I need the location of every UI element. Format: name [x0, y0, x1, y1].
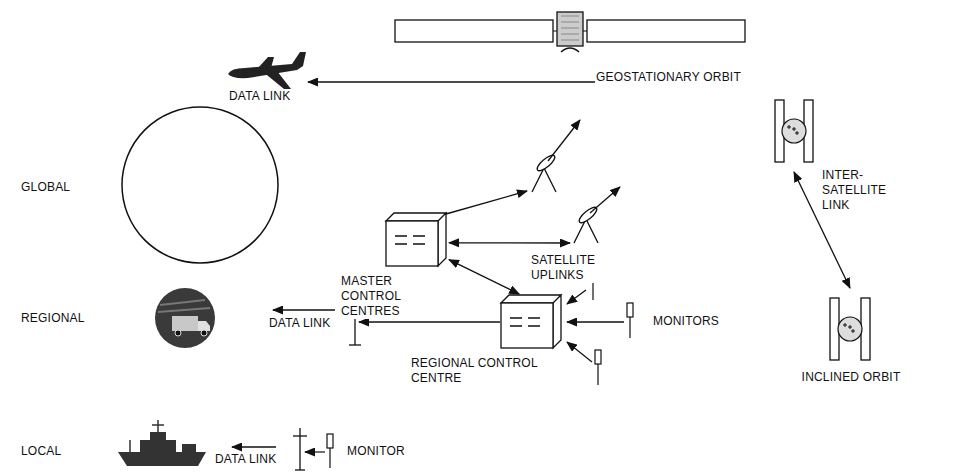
antenna-feed-arrow	[359, 321, 500, 322]
monitor-arrows	[567, 290, 624, 362]
local-antenna-part	[293, 435, 307, 436]
control-centre-box: MASTER CONTROL CENTRES	[385, 212, 449, 268]
control-centre-box-outline	[385, 212, 449, 268]
geostationary-satellite-outline-part	[395, 20, 553, 42]
inclined-satellite-outline-part	[782, 119, 806, 143]
local-monitor-part	[305, 451, 325, 452]
monitor-symbols-part	[595, 350, 601, 364]
inclined-satellite: INCLINED ORBIT	[830, 298, 870, 360]
inclined-satellite-outline	[775, 100, 813, 162]
upper-uplink-dish-part	[446, 191, 527, 214]
geostationary-satellite-outline-part	[587, 20, 745, 42]
monitor-arrows-part	[567, 321, 624, 322]
upper-uplink-dish-part	[548, 120, 580, 161]
ship-part	[140, 440, 176, 452]
monitor-symbols-part	[627, 303, 633, 317]
node-label: GEOSTATIONARY ORBIT	[595, 70, 742, 85]
data-link-arrow	[273, 309, 335, 310]
node-label: REGIONAL CONTROL CENTRE	[410, 356, 562, 386]
regional-globe-part	[172, 316, 198, 331]
uplink-dish-outline-part	[574, 219, 598, 243]
uplink-dish-outline	[570, 185, 630, 245]
text-label: DATA LINK	[228, 89, 291, 104]
ship	[118, 420, 206, 466]
text-label: DATA LINK	[268, 316, 331, 331]
node-label: INCLINED ORBIT	[785, 370, 917, 385]
aircraft-part	[262, 71, 291, 89]
geostationary-satellite-outline-part	[561, 48, 579, 52]
regional-antenna-part	[349, 344, 361, 345]
global-circle	[122, 107, 278, 263]
data-link-arrow	[232, 446, 276, 447]
aircraft-part	[258, 57, 274, 68]
local-antenna	[293, 428, 307, 470]
regional-globe-part	[158, 300, 210, 312]
control-centre-box-outline-part	[395, 236, 425, 244]
monitor-symbols	[590, 266, 633, 385]
ship-part	[130, 420, 164, 452]
regional-globe-part	[175, 330, 181, 336]
link-arrow	[449, 242, 570, 244]
control-centre-box-outline-part	[386, 213, 446, 266]
upper-uplink-dish-part	[532, 168, 556, 192]
local-antenna-part	[295, 469, 305, 470]
text-label: MONITOR	[346, 444, 406, 459]
geostationary-satellite-outline-part	[561, 16, 579, 40]
uplink-dish: SATELLITE UPLINKS	[570, 185, 630, 245]
inclined-satellite-outline	[830, 298, 870, 360]
control-centre-box-outline-part	[386, 221, 438, 266]
ship-part	[118, 452, 206, 466]
control-centre-box-outline	[500, 294, 564, 350]
geostationary-satellite: GEOSTATIONARY ORBIT	[395, 10, 745, 60]
text-label: MONITORS	[652, 314, 720, 329]
control-centre-box: REGIONAL CONTROL CENTRE	[500, 294, 564, 350]
text-label: REGIONAL	[20, 311, 86, 326]
control-centre-box-outline-part	[501, 295, 561, 348]
geostationary-satellite-outline	[395, 10, 745, 60]
regional-globe	[155, 288, 215, 348]
data-link-arrow	[308, 81, 600, 82]
global-circle-part	[122, 107, 278, 263]
local-antenna-part	[299, 428, 300, 470]
aircraft	[228, 52, 306, 89]
node-label: INTER-SATELLITE LINK	[821, 168, 887, 213]
text-label: LOCAL	[20, 444, 62, 459]
node-label: MASTER CONTROL CENTRES	[340, 274, 449, 319]
monitor-arrows-part	[567, 290, 586, 304]
geostationary-satellite-outline-part	[557, 12, 583, 46]
ship-part	[182, 444, 196, 452]
inclined-satellite: INTER-SATELLITE LINK	[775, 100, 813, 162]
text-label: DATA LINK	[214, 452, 277, 467]
text-label: GLOBAL	[20, 180, 71, 195]
control-centre-box-outline-part	[501, 303, 553, 348]
regional-globe-part	[155, 288, 215, 348]
inclined-satellite-outline-part	[838, 317, 862, 341]
control-centre-box-outline-part	[510, 318, 540, 326]
monitor-symbols-part	[629, 317, 630, 338]
local-monitor-part	[329, 448, 330, 468]
upper-uplink-dish-part	[535, 153, 557, 173]
uplink-dish-outline-part	[590, 187, 620, 213]
monitor-arrows-part	[567, 342, 592, 362]
inclined-satellite-outline-part	[843, 323, 855, 333]
monitor-symbols-part	[592, 280, 593, 300]
link-arrow	[449, 260, 519, 294]
upper-uplink-dish	[446, 120, 580, 214]
local-monitor-part	[327, 434, 333, 448]
local-monitor	[305, 434, 333, 468]
regional-globe-part	[201, 330, 207, 336]
node-label: SATELLITE UPLINKS	[530, 253, 630, 283]
inclined-satellite-outline-part	[787, 125, 799, 135]
ship-part	[150, 432, 166, 440]
monitor-symbols-part	[597, 364, 598, 385]
